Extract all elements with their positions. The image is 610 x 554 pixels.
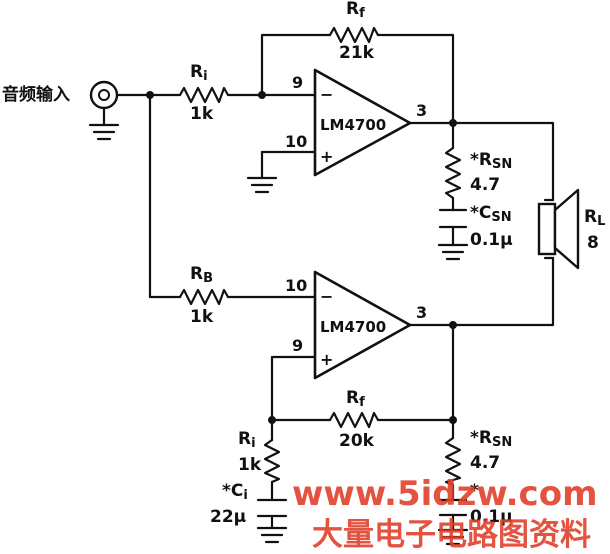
pin-3-bottom: 3 <box>416 303 427 322</box>
label-csn-bottom: * 0.1μ <box>470 481 513 527</box>
resistor-rsn-top <box>444 146 462 200</box>
label-rl: RL 8 <box>584 207 605 253</box>
resistor-ri-bottom <box>263 438 281 484</box>
capacitor-csn-bottom <box>438 498 468 532</box>
input-label: 音频输入 <box>2 84 70 105</box>
audio-input-jack <box>88 80 120 141</box>
pin-3-top: 3 <box>416 101 427 120</box>
svg-text:RL: RL <box>584 207 605 229</box>
pin-9-bottom: 9 <box>292 336 303 355</box>
svg-text:0.1μ: 0.1μ <box>470 507 513 527</box>
svg-text:*RSN: *RSN <box>470 150 512 172</box>
pin-10-bottom: 10 <box>285 276 307 295</box>
label-rf-bottom: Rf 20k <box>339 388 375 451</box>
chip-label-bottom: LM4700 <box>320 318 386 336</box>
capacitor-csn-top <box>438 208 468 229</box>
junction-dots <box>146 91 457 424</box>
svg-text:*RSN: *RSN <box>470 428 512 450</box>
ground-symbol-ci <box>256 526 288 544</box>
svg-text:Rf: Rf <box>346 388 365 410</box>
svg-text:1k: 1k <box>190 104 214 124</box>
ground-symbol-top-amp <box>246 176 278 194</box>
watermark-url: www.5idzw.com <box>292 474 598 514</box>
label-ri-top: Ri 1k <box>190 62 214 124</box>
label-rb: RB 1k <box>190 264 214 327</box>
pin-9-top: 9 <box>292 73 303 92</box>
amplifier-bottom: LM4700 − + 10 9 3 <box>285 270 427 380</box>
plus-sign-bottom: + <box>320 350 333 369</box>
ground-symbol-csn-bottom <box>437 528 469 546</box>
label-ri-bottom: Ri 1k <box>238 429 262 475</box>
capacitor-ci <box>256 498 288 518</box>
svg-text:1k: 1k <box>190 307 214 327</box>
pin-10-top: 10 <box>285 132 307 151</box>
chip-label-top: LM4700 <box>320 116 386 134</box>
resistor-ri-top <box>178 86 230 104</box>
resistor-rsn-bottom <box>444 436 462 487</box>
svg-text:0.1μ: 0.1μ <box>470 230 513 250</box>
svg-text:*Ci: *Ci <box>222 481 248 503</box>
label-ci: *Ci 22μ <box>210 481 248 527</box>
label-rf-top: Rf 21k <box>339 0 375 63</box>
minus-sign-top: − <box>320 85 333 104</box>
resistor-rb <box>178 288 230 306</box>
plus-sign-top: + <box>320 147 333 166</box>
wiring <box>115 33 555 530</box>
svg-text:4.7: 4.7 <box>470 175 500 195</box>
amplifier-top: LM4700 − + 9 10 3 <box>285 68 427 177</box>
svg-text:Ri: Ri <box>238 429 256 451</box>
resistor-rf-bottom <box>328 411 380 429</box>
svg-text:8: 8 <box>587 233 599 253</box>
ground-symbol-csn-top <box>437 243 469 261</box>
label-csn-top: *CSN 0.1μ <box>470 203 513 250</box>
svg-text:20k: 20k <box>339 431 375 451</box>
svg-text:*: * <box>470 481 479 501</box>
svg-text:1k: 1k <box>238 455 262 475</box>
svg-text:Ri: Ri <box>190 62 208 84</box>
watermark-caption: 大量电子电路图资料 <box>312 517 591 553</box>
svg-text:RB: RB <box>190 264 213 286</box>
svg-text:4.7: 4.7 <box>470 453 500 473</box>
label-rsn-bottom: *RSN 4.7 <box>470 428 512 473</box>
svg-text:*CSN: *CSN <box>470 203 512 225</box>
resistor-rf-top <box>328 26 380 44</box>
svg-text:Rf: Rf <box>346 0 365 21</box>
svg-text:21k: 21k <box>339 43 375 63</box>
watermark: www.5idzw.com 大量电子电路图资料 <box>292 474 598 553</box>
minus-sign-bottom: − <box>320 287 333 306</box>
svg-text:22μ: 22μ <box>210 507 246 527</box>
label-rsn-top: *RSN 4.7 <box>470 150 512 195</box>
speaker-icon <box>537 188 580 270</box>
